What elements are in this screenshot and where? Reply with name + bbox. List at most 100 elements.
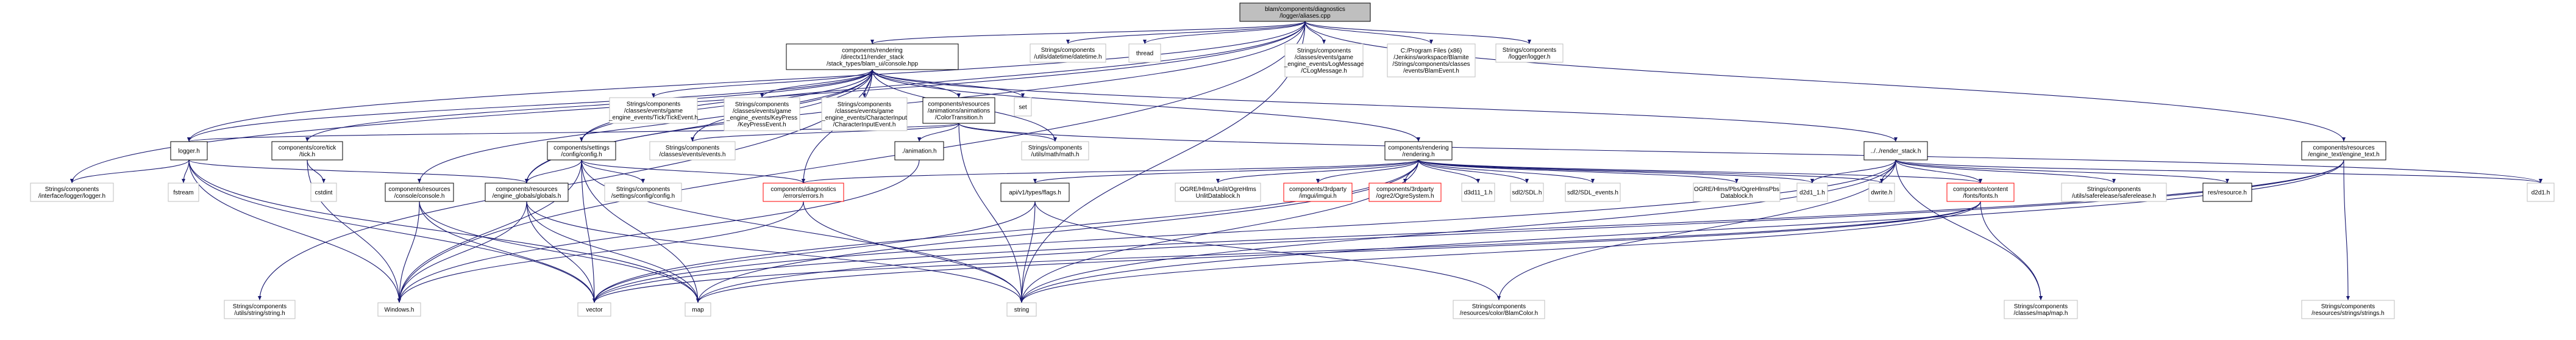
node-mapmap[interactable]: Strings/components/classes/map/map.h	[2004, 300, 2078, 319]
node-globals[interactable]: components/resources/engine_globals/glob…	[485, 183, 569, 202]
node-logmessage[interactable]: Strings/components/classes/events/game_e…	[1284, 43, 1364, 78]
node-blamcolor[interactable]: Strings/components/resources/color/BlamC…	[1453, 300, 1545, 319]
arrowhead-errors-to-windows	[397, 298, 401, 303]
node-label-map: map	[692, 307, 704, 314]
edge-config-to-globals	[526, 159, 582, 184]
edge-fonts-to-map	[697, 201, 1981, 303]
node-label-blamevent: /Strings/components/classes	[1392, 61, 1470, 68]
node-ogre2[interactable]: components/3rdparty/ogre2/OgreSystem.h	[1368, 183, 1442, 202]
node-set[interactable]: set	[1014, 97, 1032, 117]
edge-loggerh-to-globals	[188, 159, 527, 184]
node-imgui[interactable]: components/3rdparty/imgui/imgui.h	[1283, 183, 1353, 202]
node-box-config	[547, 141, 616, 161]
arrowhead-console-to-keypress	[760, 93, 764, 98]
node-box-animation	[894, 141, 944, 161]
arrowhead-rendering-to-d3d11	[1476, 179, 1480, 183]
node-box-loggerh	[170, 141, 208, 161]
node-box-unitdatablock	[1175, 183, 1261, 202]
node-rendering[interactable]: components/rendering/rendering.h	[1384, 141, 1453, 161]
node-d2d1[interactable]: d2d1.h	[2527, 183, 2555, 202]
node-label-d3d11: d3d11_1.h	[1464, 190, 1493, 197]
edge-renderstack-to-blamcolor	[1498, 159, 1896, 301]
node-windows[interactable]: Windows.h	[377, 302, 421, 317]
node-dwrite[interactable]: dwrite.h	[1868, 183, 1895, 202]
node-label-stringh: /utils/string/string.h	[234, 310, 285, 317]
node-label-d2d1: d2d1.h	[2532, 190, 2550, 197]
node-stringh[interactable]: Strings/components/utils/string/string.h	[224, 300, 296, 319]
edge-renderstack-to-d2d1_1	[1812, 159, 1896, 184]
node-loggerlogger[interactable]: Strings/components/logger/logger.h	[1495, 43, 1564, 63]
node-thread[interactable]: thread	[1128, 43, 1161, 63]
node-loggerh[interactable]: logger.h	[170, 141, 208, 161]
node-enginetext[interactable]: components/resources/engine_text/engine_…	[2301, 141, 2386, 161]
node-label-console: components/rendering	[842, 48, 903, 54]
node-label-logmessage: /classes/events/game	[1295, 54, 1354, 61]
node-charinput[interactable]: Strings/components/classes/events/game_e…	[821, 97, 908, 131]
node-cstdint[interactable]: cstdint	[310, 183, 337, 202]
edge-animation-to-windows	[399, 159, 920, 303]
node-label-keypress: /KeyPressEvent.h	[738, 121, 786, 128]
node-label-console: /stack_types/blam_ui/console.hpp	[827, 61, 919, 68]
node-blamevent[interactable]: C:/Program Files (x86)/Jenkins/workspace…	[1387, 43, 1476, 78]
node-errors[interactable]: components/diagnostics/errors/errors.h	[763, 183, 844, 202]
edge-config-to-settingsconfig	[581, 159, 644, 184]
node-label-events: /classes/events/events.h	[660, 151, 726, 158]
node-settingsconfig[interactable]: Strings/components/settings/config/confi…	[604, 183, 682, 202]
node-d2d1_1[interactable]: d2d1_1.h	[1796, 183, 1828, 202]
node-safeRelease[interactable]: Strings/components/utils/saferelease/saf…	[2061, 183, 2167, 202]
node-stringsh[interactable]: Strings/components/resources/strings/str…	[2301, 300, 2395, 319]
node-box-dwrite	[1868, 183, 1895, 202]
edge-consoleh-to-windows	[399, 201, 420, 303]
node-box-consoleh	[385, 183, 454, 202]
node-events[interactable]: Strings/components/classes/events/events…	[649, 141, 736, 161]
node-label-loggerlogger: /logger/logger.h	[1509, 54, 1551, 60]
node-label-mapmap: /classes/map/map.h	[2014, 310, 2068, 317]
node-fstream[interactable]: fstream	[168, 183, 199, 202]
node-box-fonts	[1946, 183, 2015, 202]
node-map[interactable]: map	[685, 302, 711, 317]
node-label-loggerh: logger.h	[178, 148, 200, 155]
node-resource[interactable]: res/resource.h	[2202, 183, 2252, 202]
edge-console-to-rendering	[872, 69, 1419, 142]
edge-root-to-logmessage	[1304, 21, 1325, 45]
node-renderstack[interactable]: ../../render_stack.h	[1863, 141, 1928, 161]
edge-renderstack-to-d2d1	[1895, 159, 2541, 184]
arrowhead-enginetext-to-map	[696, 298, 700, 303]
node-consoleh[interactable]: components/resources/console/console.h	[385, 183, 454, 202]
node-config[interactable]: components/settings/config/config.h	[547, 141, 616, 161]
node-animation[interactable]: ./animation.h	[894, 141, 944, 161]
node-mathh[interactable]: Strings/components/utils/math/math.h	[1021, 141, 1089, 161]
edge-enginetext-to-map	[697, 159, 2344, 303]
node-box-resource	[2202, 183, 2252, 202]
node-label-unitdatablock: OGRE/Hlms/Unlit/OgreHlms	[1179, 186, 1256, 193]
node-colortransition[interactable]: components/resources/animations/animatio…	[922, 97, 995, 124]
node-box-blamcolor	[1453, 300, 1545, 319]
node-ifacelogger[interactable]: Strings/components/interface/logger/logg…	[30, 183, 114, 202]
node-box-loggerlogger	[1495, 43, 1564, 63]
node-vector[interactable]: vector	[577, 302, 611, 317]
node-box-errors	[763, 183, 844, 202]
arrowhead-root-to-console	[870, 40, 874, 44]
node-d3d11[interactable]: d3d11_1.h	[1461, 183, 1495, 202]
edge-config-to-vector	[581, 159, 595, 303]
node-datetime[interactable]: Strings/components/utils/datetime/dateti…	[1030, 43, 1106, 63]
node-ticktick[interactable]: Strings/components/classes/events/game_e…	[608, 97, 698, 124]
arrowhead-console-to-consoleh	[418, 179, 421, 183]
node-keypress[interactable]: Strings/components/classes/events/game_e…	[724, 97, 800, 131]
node-box-settingsconfig	[604, 183, 682, 202]
node-console[interactable]: components/rendering/directx11/render_st…	[786, 43, 959, 70]
node-flags[interactable]: api/v1/types/flags.h	[1000, 183, 1070, 202]
edge-rendering-to-vector	[594, 159, 1419, 303]
node-box-root	[1239, 2, 1371, 22]
edge-rendering-to-flags	[1034, 159, 1419, 184]
node-fonts[interactable]: components/content/fonts/fonts.h	[1946, 183, 2015, 202]
node-sdl[interactable]: sdl2/SDL.h	[1510, 183, 1544, 202]
node-box-cstdint	[310, 183, 337, 202]
edge-globals-to-map	[526, 201, 699, 303]
node-tickh[interactable]: components/core/tick/tick.h	[271, 141, 343, 161]
node-sdlevents[interactable]: sdl2/SDL_events.h	[1565, 183, 1621, 202]
node-string[interactable]: string	[1006, 302, 1037, 317]
node-label-rendering: components/rendering	[1388, 145, 1449, 151]
